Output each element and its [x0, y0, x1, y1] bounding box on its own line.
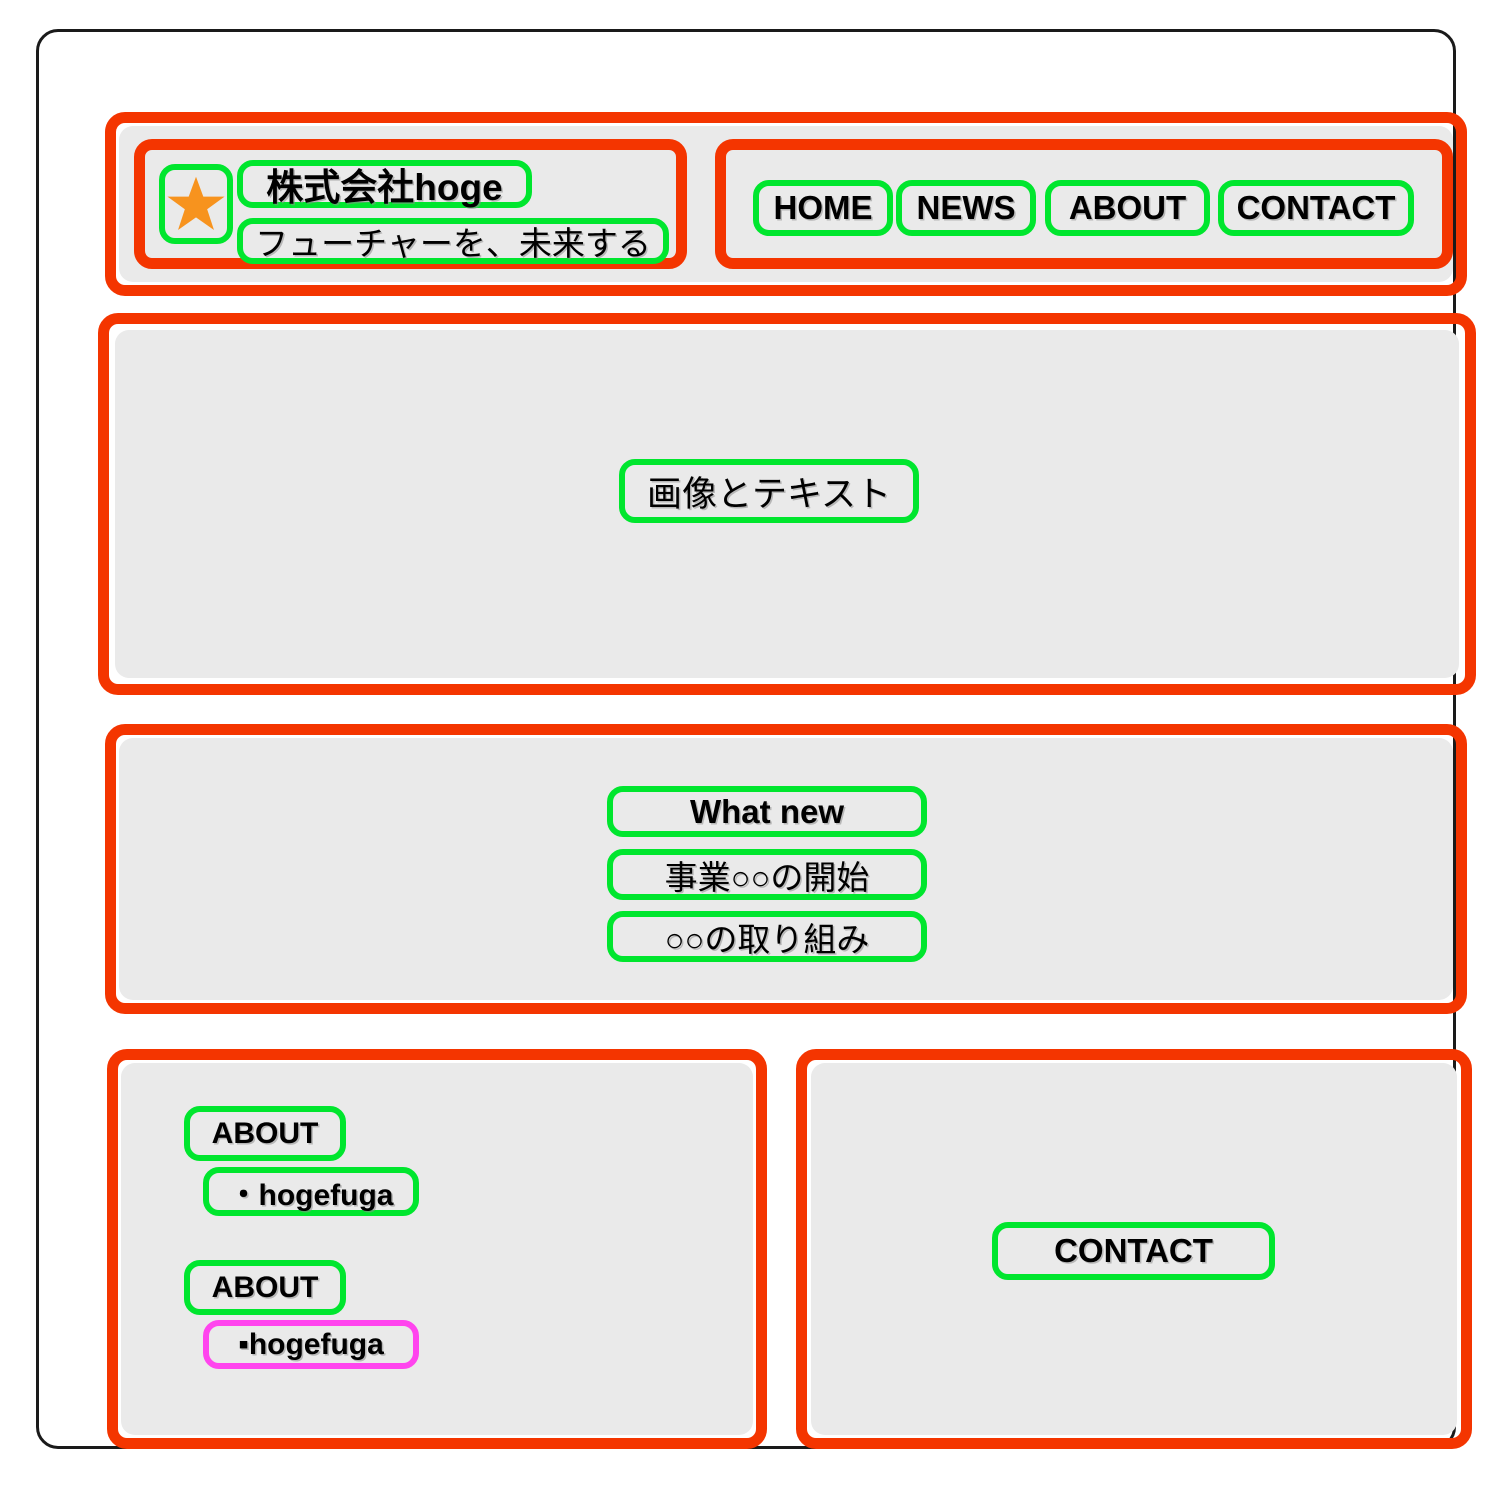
- contact-region-annotation: [796, 1049, 1472, 1449]
- company-tagline: フューチャーを、未来する: [237, 218, 669, 264]
- hero-region-annotation: [98, 313, 1476, 695]
- about-panel: [121, 1063, 753, 1435]
- company-name: 株式会社hoge: [237, 160, 532, 208]
- nav-item-about[interactable]: ABOUT: [1045, 180, 1210, 236]
- nav-group-annotation: [715, 139, 1453, 269]
- contact-label[interactable]: CONTACT: [992, 1222, 1275, 1280]
- news-list-item[interactable]: 事業○○の開始: [607, 849, 927, 900]
- contact-panel: [811, 1063, 1457, 1435]
- about-heading: ABOUT: [184, 1106, 346, 1161]
- page-frame: 株式会社hoge フューチャーを、未来する HOME NEWS ABOUT CO…: [36, 29, 1476, 1449]
- about-heading: ABOUT: [184, 1260, 346, 1315]
- header-region-annotation: [105, 112, 1467, 296]
- about-list-item-highlighted[interactable]: ▪hogefuga: [203, 1320, 419, 1369]
- about-region-annotation: [107, 1049, 767, 1449]
- star-icon: [159, 164, 233, 244]
- hero-label: 画像とテキスト: [619, 459, 919, 523]
- about-list-item[interactable]: ・hogefuga: [203, 1167, 419, 1216]
- nav-item-home[interactable]: HOME: [753, 180, 893, 236]
- news-list-item[interactable]: ○○の取り組み: [607, 911, 927, 962]
- news-title: What new: [607, 786, 927, 837]
- hero-panel: [115, 330, 1459, 678]
- news-region-annotation: [105, 724, 1467, 1014]
- nav-item-news[interactable]: NEWS: [896, 180, 1036, 236]
- nav-item-contact[interactable]: CONTACT: [1218, 180, 1414, 236]
